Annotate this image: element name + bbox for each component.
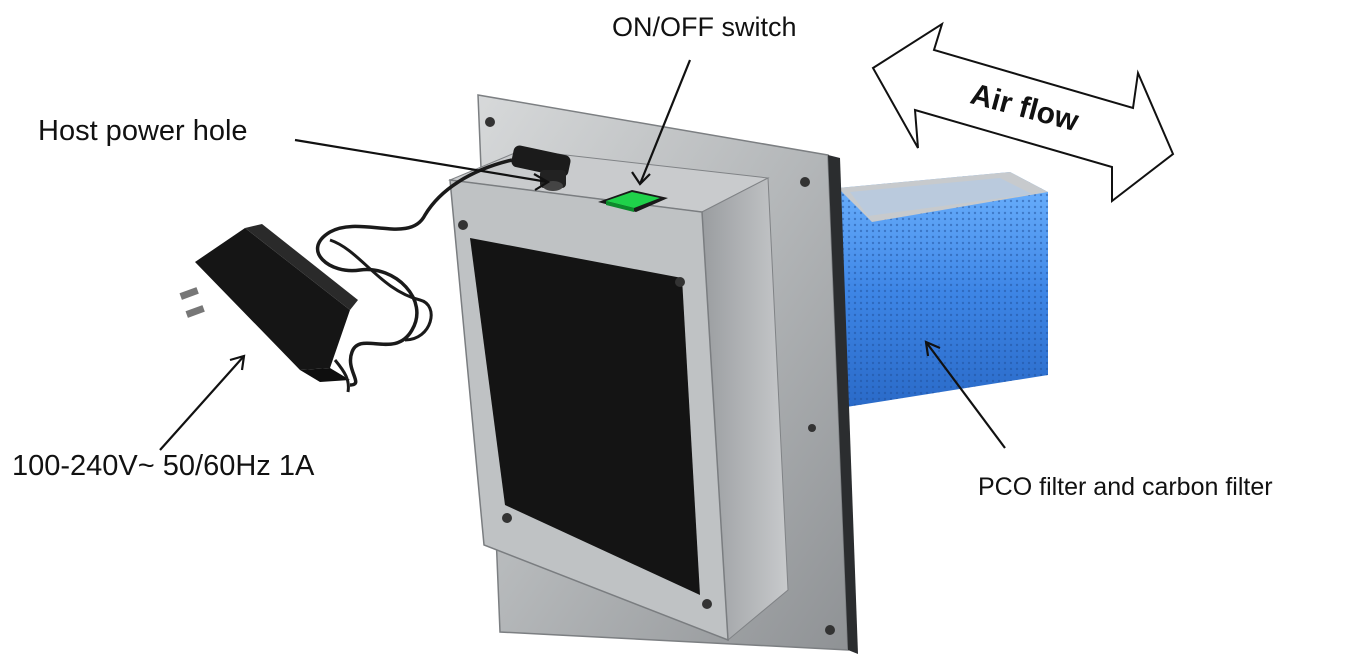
host-power-hole-label: Host power hole — [38, 115, 248, 147]
power-cable — [315, 158, 513, 387]
filter-tube — [837, 172, 1048, 409]
air-flow-arrow-icon: Air flow — [871, 21, 1175, 204]
filters-label: PCO filter and carbon filter — [978, 473, 1273, 501]
on-off-switch-label: ON/OFF switch — [612, 12, 797, 42]
power-adapter-icon — [179, 224, 358, 393]
adapter-rating-label: 100-240V~ 50/60Hz 1A — [12, 450, 315, 482]
on-off-switch-icon — [598, 190, 668, 212]
front-panel — [470, 238, 700, 595]
power-plug-icon — [511, 145, 571, 191]
leader-lines — [159, 59, 1006, 451]
